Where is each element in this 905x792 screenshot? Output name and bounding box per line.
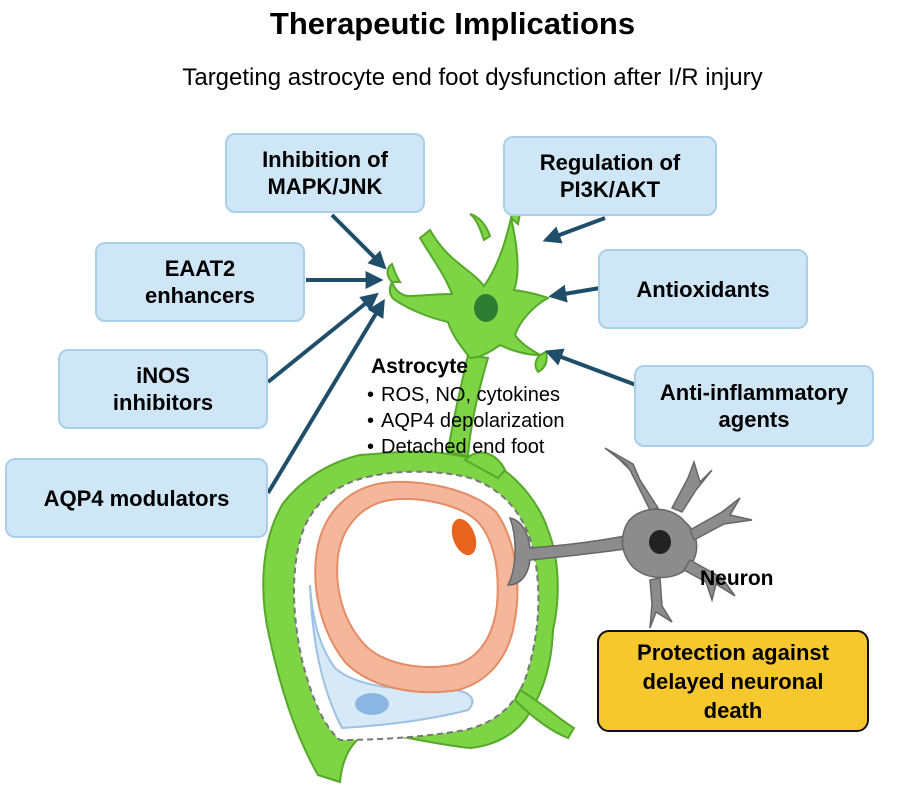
astrocyte-label: Astrocyte [371, 355, 468, 378]
page-title: Therapeutic Implications [269, 6, 636, 41]
neuron-label: Neuron [700, 567, 774, 590]
arrow-mapk [330, 213, 387, 270]
astrocyte-nucleus [474, 294, 498, 322]
arrow-antiinflammatory [544, 348, 637, 387]
neuron-nucleus [649, 530, 671, 554]
neuron-cell [506, 447, 753, 629]
astrocyte-effects-list: ROS, NO, cytokines AQP4 depolarization D… [367, 382, 564, 460]
intervention-box-pi3k-akt: Regulation of PI3K/AKT [503, 136, 717, 216]
intervention-box-aqp4: AQP4 modulators [5, 458, 268, 538]
effect-item: Detached end foot [367, 434, 564, 460]
endothelial-nucleus [355, 693, 389, 715]
effect-item: ROS, NO, cytokines [367, 382, 564, 408]
neuron-dendrite [682, 558, 736, 603]
astrocyte-body [388, 217, 551, 360]
outcome-box: Protection against delayed neuronal deat… [597, 630, 869, 732]
astrocyte-process [386, 262, 402, 283]
arrow-pi3k [542, 216, 606, 244]
end-foot-lower-arm [513, 688, 576, 740]
neuron-dendrite [604, 447, 660, 511]
astrocyte-process [469, 213, 492, 242]
effect-item: AQP4 depolarization [367, 408, 564, 434]
intervention-box-antioxidants: Antioxidants [598, 249, 808, 329]
neuron-dendrite [649, 577, 673, 629]
vessel-wall [314, 480, 519, 694]
neuron-dendrite [670, 459, 713, 513]
smooth-muscle-nucleus [451, 518, 477, 556]
page-subtitle: Targeting astrocyte end foot dysfunction… [182, 64, 763, 91]
blood-vessel [262, 450, 576, 784]
neuron-dendrite [689, 497, 753, 542]
arrow-aqp4 [266, 298, 385, 495]
arrow-inos [266, 292, 379, 384]
intervention-box-anti-inflammatory: Anti-inflammatory agents [634, 365, 874, 447]
arrows [266, 213, 637, 495]
intervention-box-inos: iNOS inhibitors [58, 349, 268, 429]
intervention-box-eaat2: EAAT2 enhancers [95, 242, 305, 322]
arrow-antioxidants [548, 284, 601, 303]
intervention-box-mapk-jnk: Inhibition of MAPK/JNK [225, 133, 425, 213]
neuron-axon [506, 517, 633, 586]
